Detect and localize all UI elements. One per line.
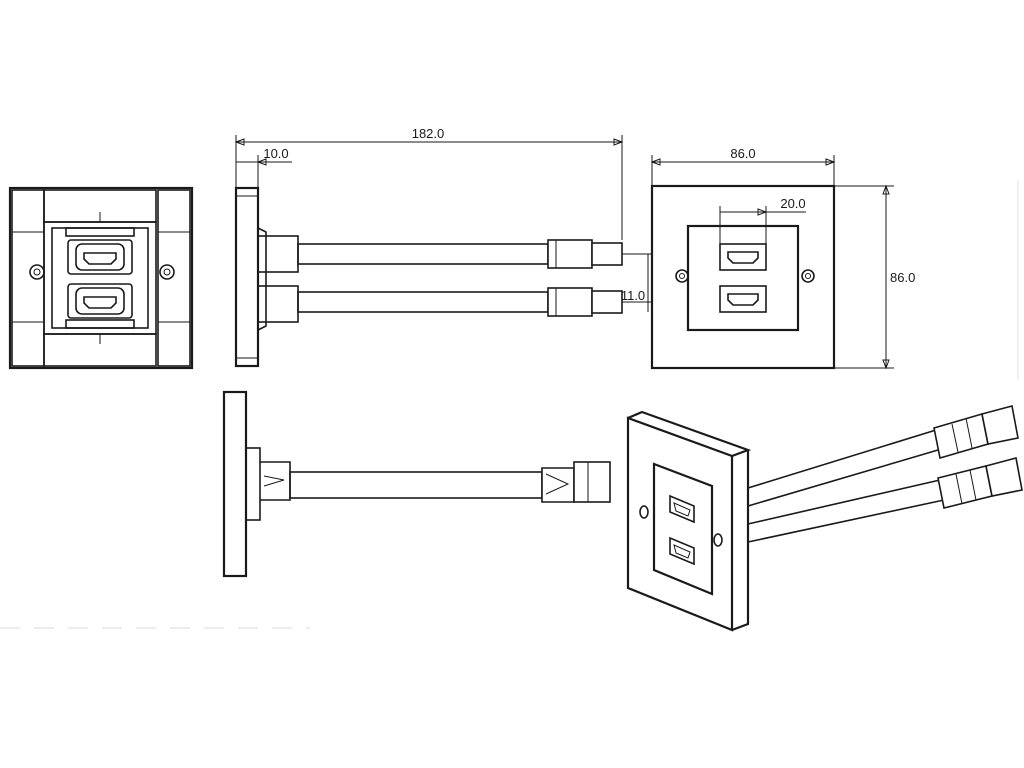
lower-coupler-body — [257, 285, 299, 323]
rear-view — [8, 186, 194, 370]
upper-coupler-body — [257, 235, 299, 273]
upper-plug-tip — [591, 242, 623, 266]
dim-overall-length: 182.0 — [412, 126, 445, 141]
iso-hdmi-port-lower — [669, 536, 695, 566]
side-plate-lower — [222, 390, 248, 578]
dim-insert-width: 20.0 — [780, 196, 805, 211]
dim-plate-height: 86.0 — [890, 270, 915, 285]
front-mount-hole-right — [801, 269, 815, 283]
lower-cable — [297, 291, 549, 313]
iso-cable-lower — [747, 479, 945, 543]
coupler-side — [260, 461, 291, 501]
dim-cable-pitch: 11.0 — [621, 288, 645, 303]
iso-insert — [652, 462, 714, 596]
upper-plug-body — [547, 239, 593, 269]
single-plug-tip — [573, 461, 611, 503]
rear-hdmi-port-upper — [67, 239, 133, 275]
rear-module-frame — [51, 227, 149, 329]
front-hdmi-port-lower — [719, 285, 767, 313]
front-plate-outline — [650, 184, 836, 370]
rear-right-rail — [157, 189, 191, 367]
isometric-view — [626, 405, 1023, 632]
rear-mount-hole-left — [29, 264, 45, 280]
dim-plate-width: 86.0 — [730, 146, 755, 161]
iso-plug-upper — [933, 412, 989, 460]
upper-cable — [297, 243, 549, 265]
single-cable — [289, 471, 543, 499]
front-insert-frame — [686, 224, 800, 332]
iso-cable-upper — [747, 429, 939, 507]
side-view-top: 182.0 10.0 11.0 — [234, 126, 652, 368]
front-view: 86.0 86.0 20.0 — [650, 146, 915, 370]
single-plug-body — [541, 467, 575, 503]
iso-plate-face — [626, 416, 734, 632]
rear-hdmi-port-lower — [67, 283, 133, 319]
iso-mount-hole-left — [639, 505, 649, 519]
side-plate — [234, 186, 260, 368]
side-view-bottom — [222, 390, 611, 578]
iso-plug-lower — [937, 465, 993, 509]
dim-plate-thickness: 10.0 — [263, 146, 288, 161]
lower-plug-body — [547, 287, 593, 317]
front-mount-hole-left — [675, 269, 689, 283]
rear-plate-outline — [8, 186, 194, 370]
iso-mount-hole-right — [713, 533, 723, 547]
iso-hdmi-port-upper — [669, 494, 695, 524]
front-hdmi-port-upper — [719, 243, 767, 271]
lower-plug-tip — [591, 290, 623, 314]
rear-mount-hole-right — [159, 264, 175, 280]
